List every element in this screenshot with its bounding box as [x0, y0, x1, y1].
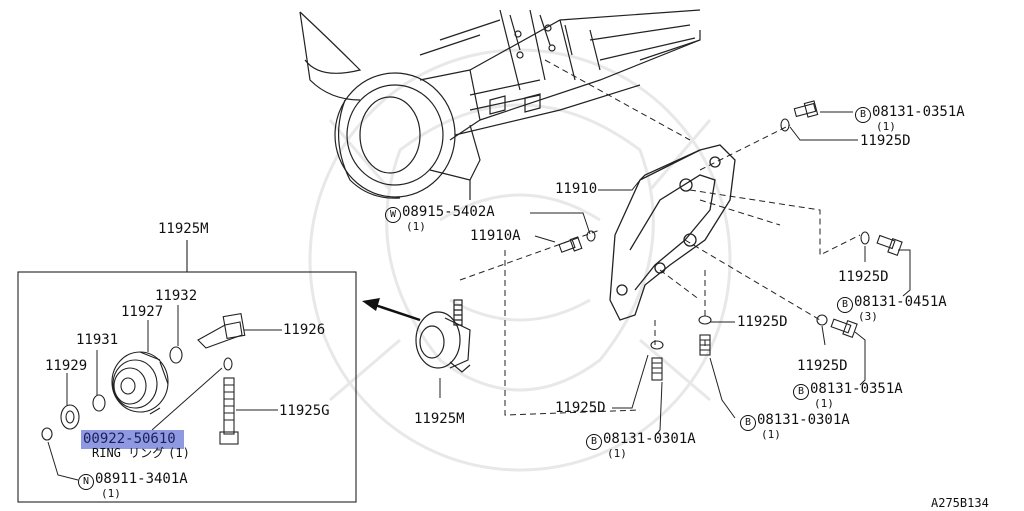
label-11925g: 11925G — [279, 403, 330, 419]
bracket-11910 — [609, 144, 736, 321]
label-11931: 11931 — [76, 332, 119, 348]
highlight-box[interactable] — [81, 430, 184, 449]
circle-b-symbol: B — [586, 434, 602, 450]
circle-w-symbol: W — [385, 207, 401, 223]
qty-b2: (3) — [858, 310, 878, 323]
watermark-emblem — [308, 48, 732, 472]
qty-b1: (1) — [876, 120, 896, 133]
engine-block — [299, 9, 701, 200]
circle-b-symbol: B — [837, 297, 853, 313]
label-11925m-inset: 11925M — [158, 221, 209, 237]
label-11910a: 11910A — [470, 228, 521, 244]
inset-parts — [41, 312, 246, 445]
label-11925m-main: 11925M — [414, 411, 465, 427]
qty-w: (1) — [406, 220, 426, 233]
inset-box — [17, 240, 357, 503]
solid-leaders — [439, 111, 911, 437]
label-11910: 11910 — [555, 181, 598, 197]
label-11925d-lower: 11925D — [797, 358, 848, 374]
label-11926: 11926 — [283, 322, 326, 338]
label-11925d-mid: 11925D — [737, 314, 788, 330]
circle-b-symbol: B — [855, 107, 871, 123]
qty-n: (1) — [101, 487, 121, 500]
label-11925d-right: 11925D — [838, 269, 889, 285]
highlighted-part-number[interactable]: 00922-50610 — [83, 431, 176, 447]
circle-n-symbol: N — [78, 474, 94, 490]
arrow-to-inset — [362, 298, 421, 322]
label-11932: 11932 — [155, 288, 198, 304]
figure-code: A275B134 — [931, 496, 989, 510]
ring-label: RING リング(1) — [92, 446, 190, 460]
qty-b3: (1) — [814, 397, 834, 410]
circle-b-symbol: B — [793, 384, 809, 400]
label-11925d-top: 11925D — [860, 133, 911, 149]
bolts-and-washers — [558, 100, 903, 381]
label-11925d-bottom: 11925D — [555, 400, 606, 416]
label-11929: 11929 — [45, 358, 88, 374]
tensioner-11925m — [415, 299, 471, 373]
inset-leaders — [47, 305, 282, 481]
qty-b4: (1) — [761, 428, 781, 441]
qty-b5: (1) — [607, 447, 627, 460]
label-11927: 11927 — [121, 304, 164, 320]
circle-b-symbol: B — [740, 415, 756, 431]
